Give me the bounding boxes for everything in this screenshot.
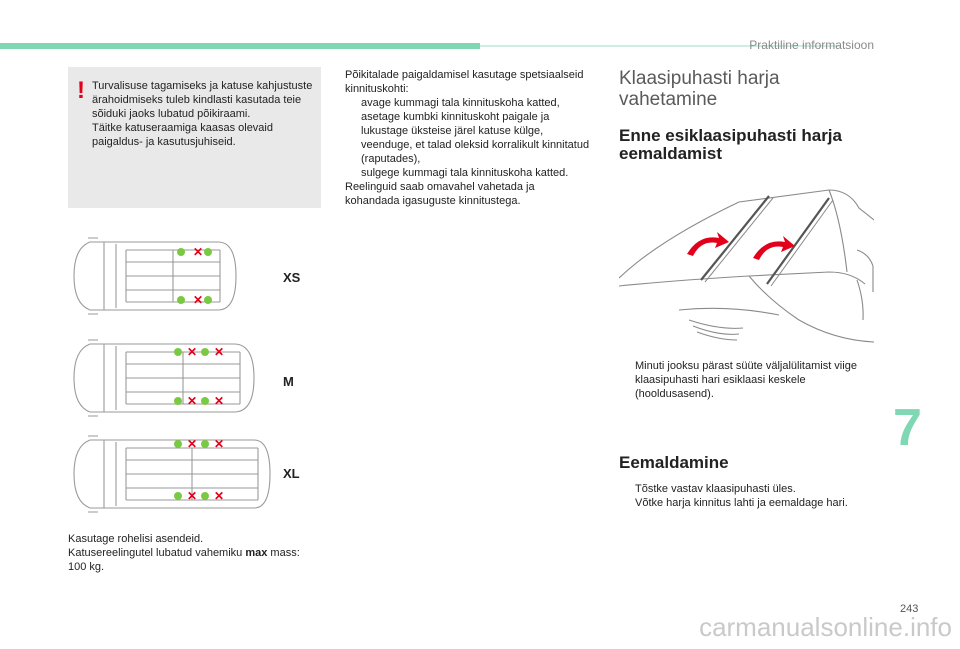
markers-m: ✕ ✕ ✕ ✕ — [174, 345, 224, 408]
forbidden-marker: ✕ — [193, 293, 203, 307]
bullet-text: sulgege kummagi tala kinnituskoha katted… — [361, 167, 569, 179]
step-text: Võtke harja kinnitus lahti ja eemaldage … — [635, 497, 848, 509]
green-positions-note: Kasutage rohelisi asendeid. Katusereelin… — [68, 532, 328, 574]
subsection-title-removal: Eemaldamine — [619, 453, 729, 472]
forbidden-marker: ✕ — [187, 345, 197, 359]
bullet-text: avage kummagi tala kinnituskoha katted, — [361, 97, 560, 109]
forbidden-marker: ✕ — [214, 345, 224, 359]
crossbar-instructions: Põikitalade paigaldamisel kasutage spets… — [345, 68, 590, 208]
wiper-illustration — [618, 189, 875, 343]
forbidden-marker: ✕ — [214, 394, 224, 408]
subsection-title-before-removal: Enne esiklaasipuhasti harja eemaldamist — [619, 126, 842, 163]
warning-text: Turvalisuse tagamiseks ja katuse kahjust… — [92, 79, 314, 149]
forbidden-marker: ✕ — [214, 489, 224, 503]
step-item: Võtke harja kinnitus lahti ja eemaldage … — [619, 496, 879, 510]
allowed-marker — [174, 440, 182, 448]
accent-bar-fade — [480, 45, 840, 47]
section-header: Praktiline informatsioon — [749, 38, 874, 52]
allowed-marker — [201, 492, 209, 500]
size-label-m: M — [283, 374, 294, 389]
allowed-marker — [174, 348, 182, 356]
note-text: Minuti jooksu pärast süüte väljalülitami… — [635, 360, 857, 400]
wiper-blade-left — [700, 195, 770, 281]
wiper-figure — [618, 180, 875, 345]
section-title: Klaasipuhasti harja vahetamine — [619, 68, 780, 110]
allowed-marker — [177, 248, 185, 256]
allowed-marker — [174, 397, 182, 405]
allowed-marker — [204, 296, 212, 304]
forbidden-marker: ✕ — [214, 437, 224, 451]
van-xs — [73, 237, 237, 315]
arrow-icon — [687, 232, 729, 256]
forbidden-marker: ✕ — [193, 245, 203, 259]
allowed-marker — [204, 248, 212, 256]
size-label-xl: XL — [283, 466, 300, 481]
outro-text: Reelinguid saab omavahel vahetada ja koh… — [345, 181, 535, 207]
warning-line-2: Täitke katuseraamiga kaasas olevaid paig… — [92, 122, 273, 148]
wiper-blade-right — [766, 197, 830, 285]
roof-rack-positions-figure: ✕ ✕ ✕ ✕ ✕ ✕ ✕ ✕ ✕ ✕ XS M — [68, 228, 321, 518]
note-line-2-end: mass: — [267, 547, 300, 559]
allowed-marker — [201, 348, 209, 356]
van-xl — [73, 435, 271, 513]
service-position-note: Minuti jooksu pärast süüte väljalülitami… — [619, 359, 869, 401]
note-max: max — [245, 547, 268, 559]
chapter-number: 7 — [893, 399, 922, 457]
note-line-1: Kasutage rohelisi asendeid. — [68, 533, 204, 545]
note-item: Minuti jooksu pärast süüte väljalülitami… — [619, 359, 869, 401]
step-item: Tõstke vastav klaasipuhasti üles. — [619, 482, 879, 496]
bullet-item: veenduge, et talad oleksid korralikult k… — [345, 138, 590, 166]
allowed-marker — [174, 492, 182, 500]
allowed-marker — [201, 440, 209, 448]
warning-line-1: Turvalisuse tagamiseks ja katuse kahjust… — [92, 80, 313, 120]
bullet-text: asetage kumbki kinnituskoht paigale ja l… — [361, 111, 550, 137]
note-line-2: Katusereelingutel lubatud vahemiku max m… — [68, 546, 328, 560]
forbidden-marker: ✕ — [187, 437, 197, 451]
note-line-2-text: Katusereelingutel lubatud vahemiku — [68, 547, 246, 559]
step-text: Tõstke vastav klaasipuhasti üles. — [635, 483, 796, 495]
bullet-item: asetage kumbki kinnituskoht paigale ja l… — [345, 110, 590, 138]
warning-box: ! Turvalisuse tagamiseks ja katuse kahju… — [68, 67, 321, 208]
removal-steps: Tõstke vastav klaasipuhasti üles. Võtke … — [619, 482, 879, 510]
watermark: carmanualsonline.info — [699, 612, 952, 642]
bullet-item: sulgege kummagi tala kinnituskoha katted… — [345, 166, 590, 180]
forbidden-marker: ✕ — [187, 489, 197, 503]
warning-icon: ! — [77, 77, 85, 104]
allowed-marker — [177, 296, 185, 304]
note-line-3: 100 kg. — [68, 561, 105, 573]
markers-xl: ✕ ✕ ✕ ✕ — [174, 437, 224, 503]
markers-xs: ✕ ✕ — [177, 245, 212, 307]
arrow-icon — [753, 236, 795, 260]
forbidden-marker: ✕ — [187, 394, 197, 408]
bullet-text: veenduge, et talad oleksid korralikult k… — [361, 139, 590, 165]
van-m — [73, 339, 255, 417]
intro-text: Põikitalade paigaldamisel kasutage spets… — [345, 69, 584, 95]
size-label-xs: XS — [283, 270, 301, 285]
accent-bar — [0, 43, 480, 49]
bullet-item: avage kummagi tala kinnituskoha katted, — [345, 96, 590, 110]
page-number: 243 — [900, 603, 919, 615]
vans-illustration: ✕ ✕ ✕ ✕ ✕ ✕ ✕ ✕ ✕ ✕ — [73, 237, 271, 513]
allowed-marker — [201, 397, 209, 405]
